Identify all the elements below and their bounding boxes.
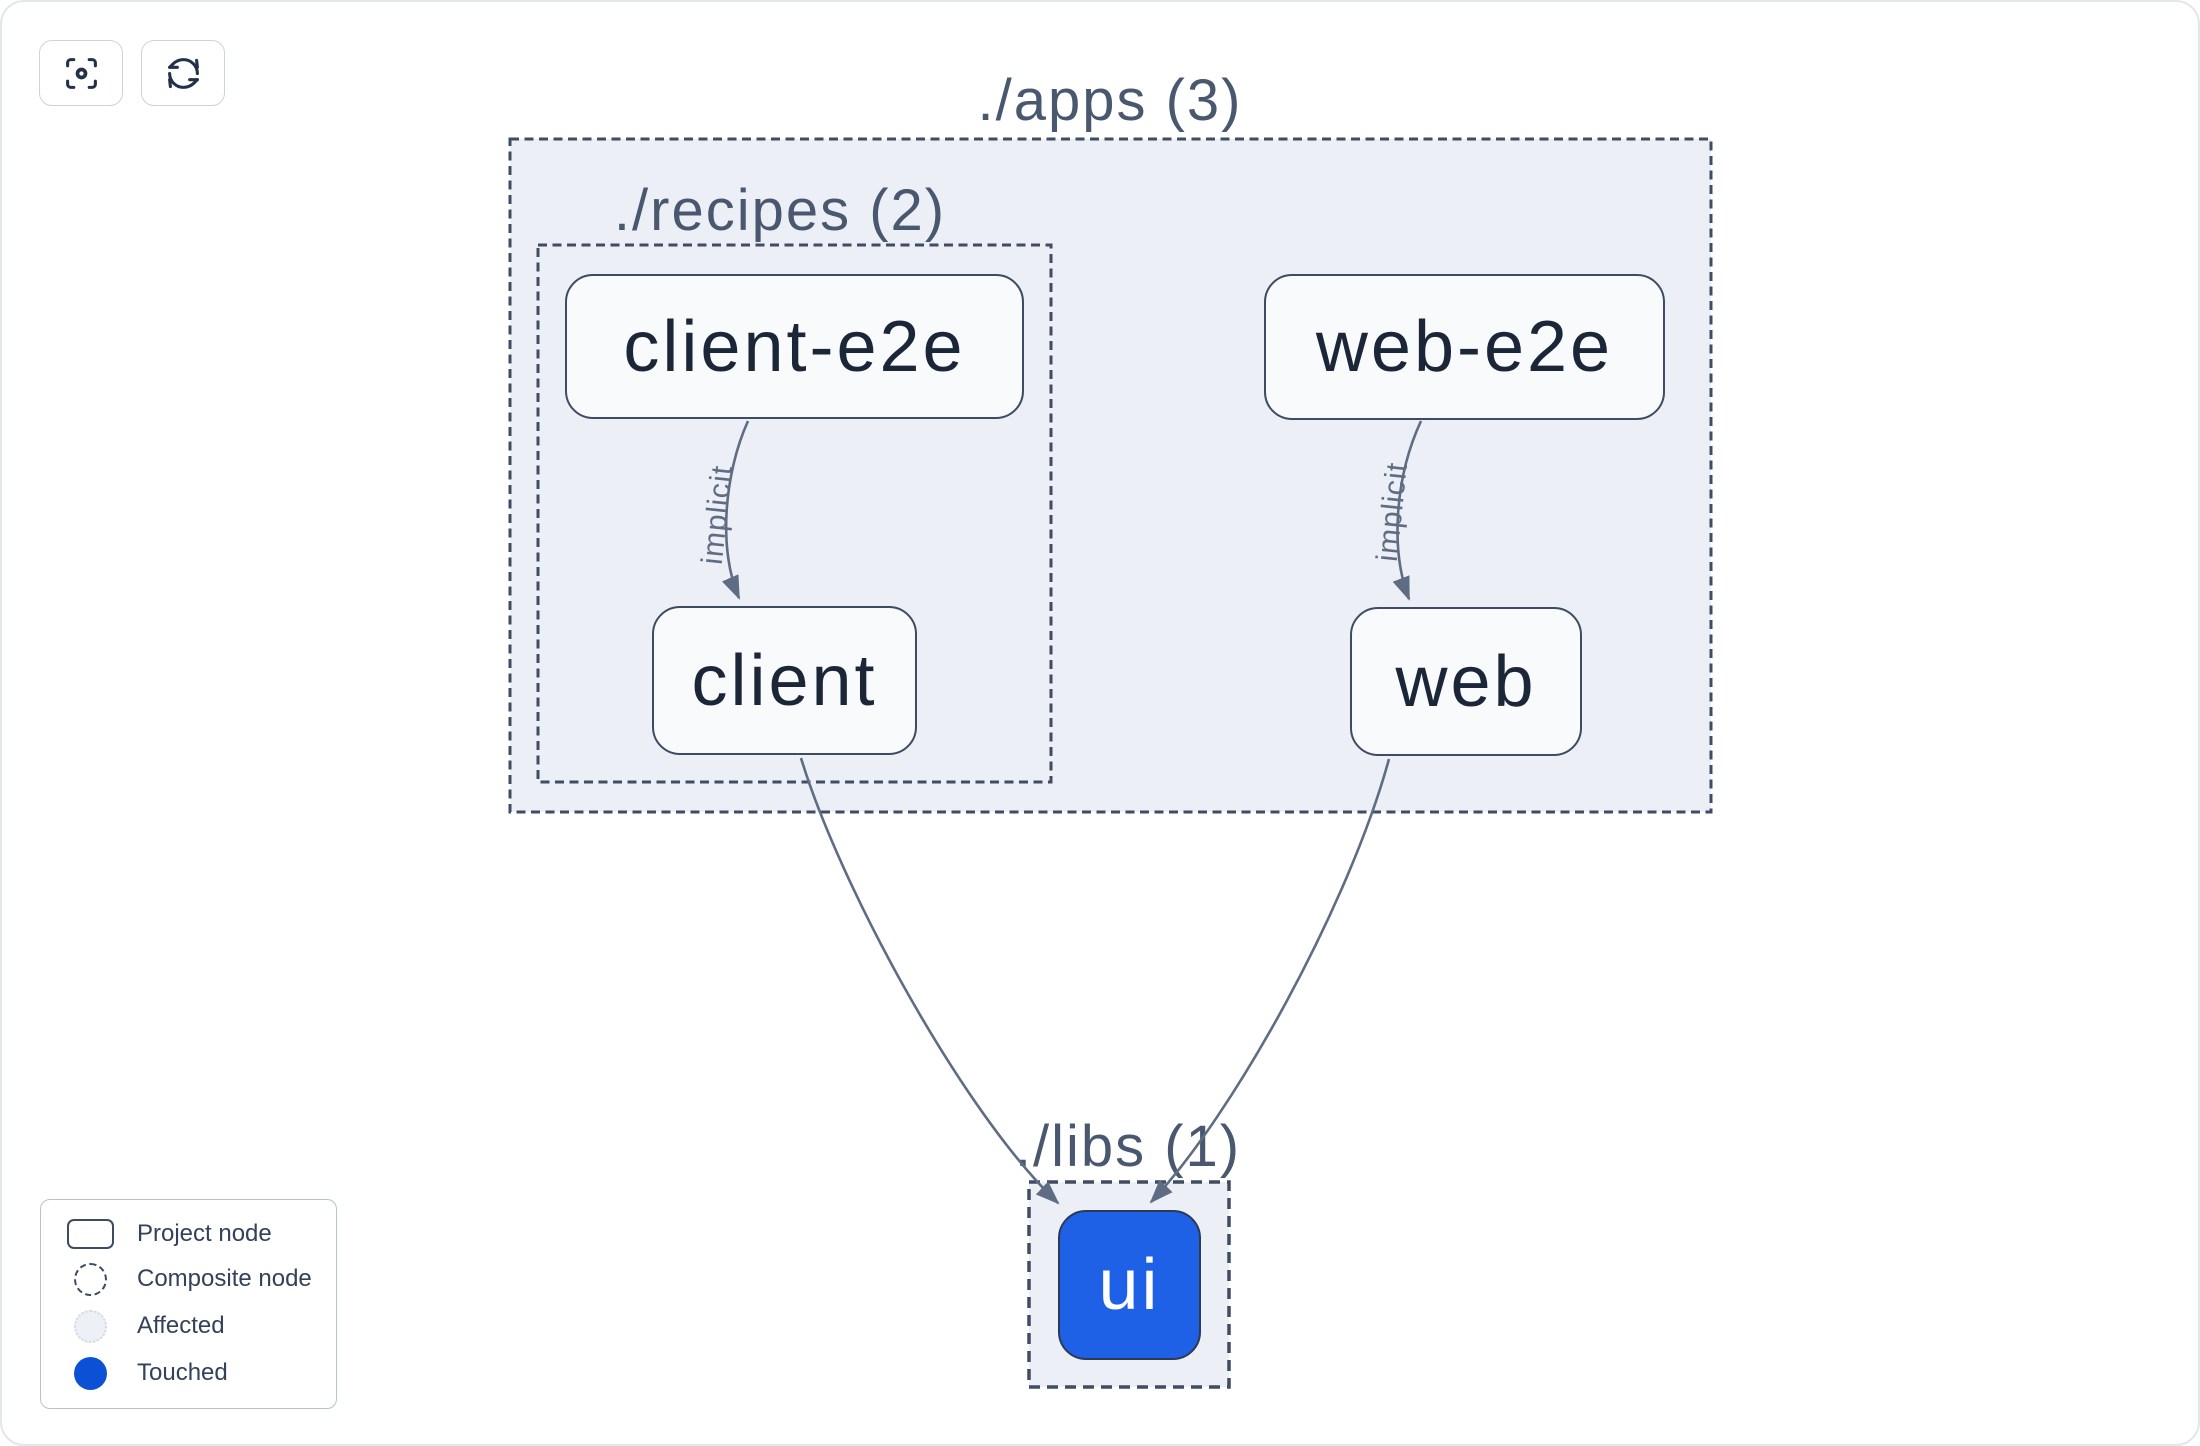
legend-item-project-node: Project node	[65, 1218, 336, 1249]
affected-swatch	[73, 1309, 107, 1343]
legend-item-affected: Affected	[65, 1309, 336, 1343]
graph-toolbar	[39, 40, 225, 106]
legend-label: Project node	[137, 1219, 272, 1247]
project-node-web[interactable]: web	[1350, 607, 1582, 756]
project-node-ui[interactable]: ui	[1058, 1210, 1201, 1360]
composite-label-libs: ./libs (1)	[1014, 1114, 1242, 1179]
composite-label-apps: ./apps (3)	[977, 68, 1243, 133]
legend-label: Affected	[137, 1312, 225, 1339]
focus-icon	[65, 57, 97, 89]
edge-label-implicit-web: implicit	[1371, 461, 1414, 564]
legend-item-composite-node: Composite node	[65, 1262, 336, 1296]
edge-web-to-ui	[1149, 758, 1391, 1204]
legend-label: Touched	[137, 1359, 228, 1386]
edge-client-e2e-to-client	[721, 420, 750, 600]
project-node-web-e2e[interactable]: web-e2e	[1264, 274, 1665, 420]
project-node-client-e2e[interactable]: client-e2e	[565, 274, 1024, 419]
composite-label-recipes: ./recipes (2)	[613, 178, 947, 243]
refresh-graph-button[interactable]	[141, 40, 225, 106]
edge-web-e2e-to-web	[1392, 420, 1423, 601]
touched-swatch	[73, 1356, 107, 1390]
legend-item-touched: Touched	[65, 1356, 336, 1390]
refresh-icon	[167, 57, 199, 89]
graph-legend: Project node Composite node Affected Tou…	[40, 1199, 337, 1409]
edge-label-implicit-client: implicit	[696, 464, 739, 567]
composite-node-swatch	[73, 1262, 107, 1296]
project-node-swatch	[66, 1218, 114, 1249]
legend-label: Composite node	[137, 1265, 312, 1292]
focus-graph-button[interactable]	[39, 40, 123, 106]
edge-client-to-ui	[799, 757, 1060, 1205]
project-node-client[interactable]: client	[652, 606, 917, 755]
